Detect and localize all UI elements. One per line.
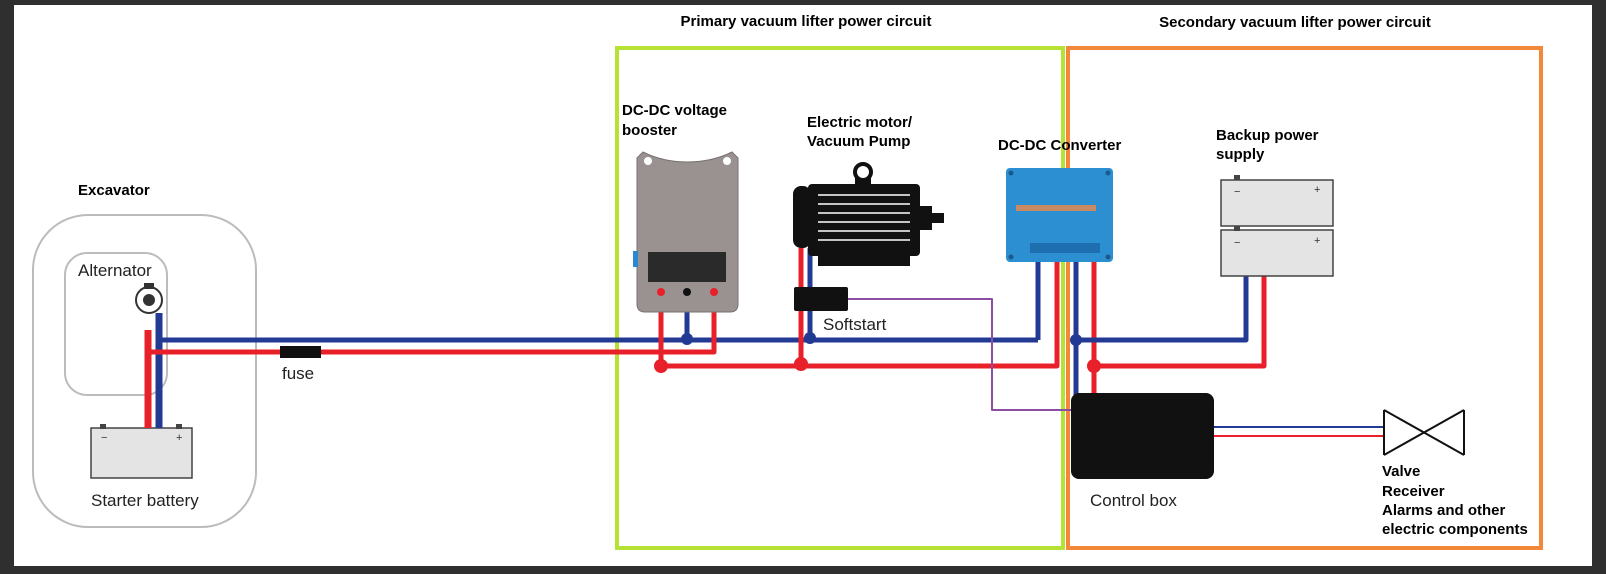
starter-battery-label: Starter battery xyxy=(91,491,199,510)
control-box-icon xyxy=(1071,393,1214,479)
fuse-label: fuse xyxy=(282,364,314,383)
svg-text:−: − xyxy=(1234,186,1240,198)
wire-signal xyxy=(848,298,1072,411)
junction-dots xyxy=(654,332,1101,373)
motor-label-line1: Electric motor/ xyxy=(807,114,913,131)
excavator-outline xyxy=(32,214,257,528)
control-box-label: Control box xyxy=(1090,491,1177,510)
svg-text:+: + xyxy=(1314,235,1320,247)
valve-icon xyxy=(1383,409,1465,456)
softstart-label: Softstart xyxy=(823,315,887,334)
excavator-label: Excavator xyxy=(78,182,150,199)
alternator-outline xyxy=(64,252,168,396)
loads-label-line4: electric components xyxy=(1382,521,1528,538)
primary-circuit-title: Primary vacuum lifter power circuit xyxy=(681,13,932,30)
wire-backup-positive xyxy=(1094,276,1267,369)
primary-circuit-border xyxy=(615,46,1065,550)
secondary-circuit-border xyxy=(1066,46,1543,550)
loads-label-line2: Receiver xyxy=(1382,483,1445,500)
voltage-booster-icon xyxy=(633,151,739,313)
svg-text:+: + xyxy=(176,432,182,444)
booster-label-line1: DC-DC voltage xyxy=(622,102,727,119)
backup-battery-icon: − + − + xyxy=(1220,175,1334,277)
loads-label-line1: Valve xyxy=(1382,463,1420,480)
svg-text:−: − xyxy=(101,432,107,444)
svg-text:+: + xyxy=(1314,184,1320,196)
battery-icon: − + xyxy=(90,424,193,479)
motor-icon xyxy=(793,162,944,266)
wire-positive-primary-bus xyxy=(658,262,1060,369)
alternator-label: Alternator xyxy=(78,261,152,280)
motor-label-line2: Vacuum Pump xyxy=(807,133,910,150)
alternator-icon xyxy=(135,283,163,314)
secondary-circuit-title: Secondary vacuum lifter power circuit xyxy=(1159,14,1431,31)
backup-label-line2: supply xyxy=(1216,146,1265,163)
fuse-icon xyxy=(280,346,321,358)
backup-label-line1: Backup power xyxy=(1216,127,1319,144)
wire-backup-negative xyxy=(1076,276,1249,343)
svg-text:−: − xyxy=(1234,237,1240,249)
softstart-icon xyxy=(794,287,848,311)
loads-label-line3: Alarms and other xyxy=(1382,502,1506,519)
booster-label-line2: booster xyxy=(622,122,677,139)
dc-dc-converter-icon xyxy=(1006,168,1113,262)
converter-label: DC-DC Converter xyxy=(998,137,1122,154)
